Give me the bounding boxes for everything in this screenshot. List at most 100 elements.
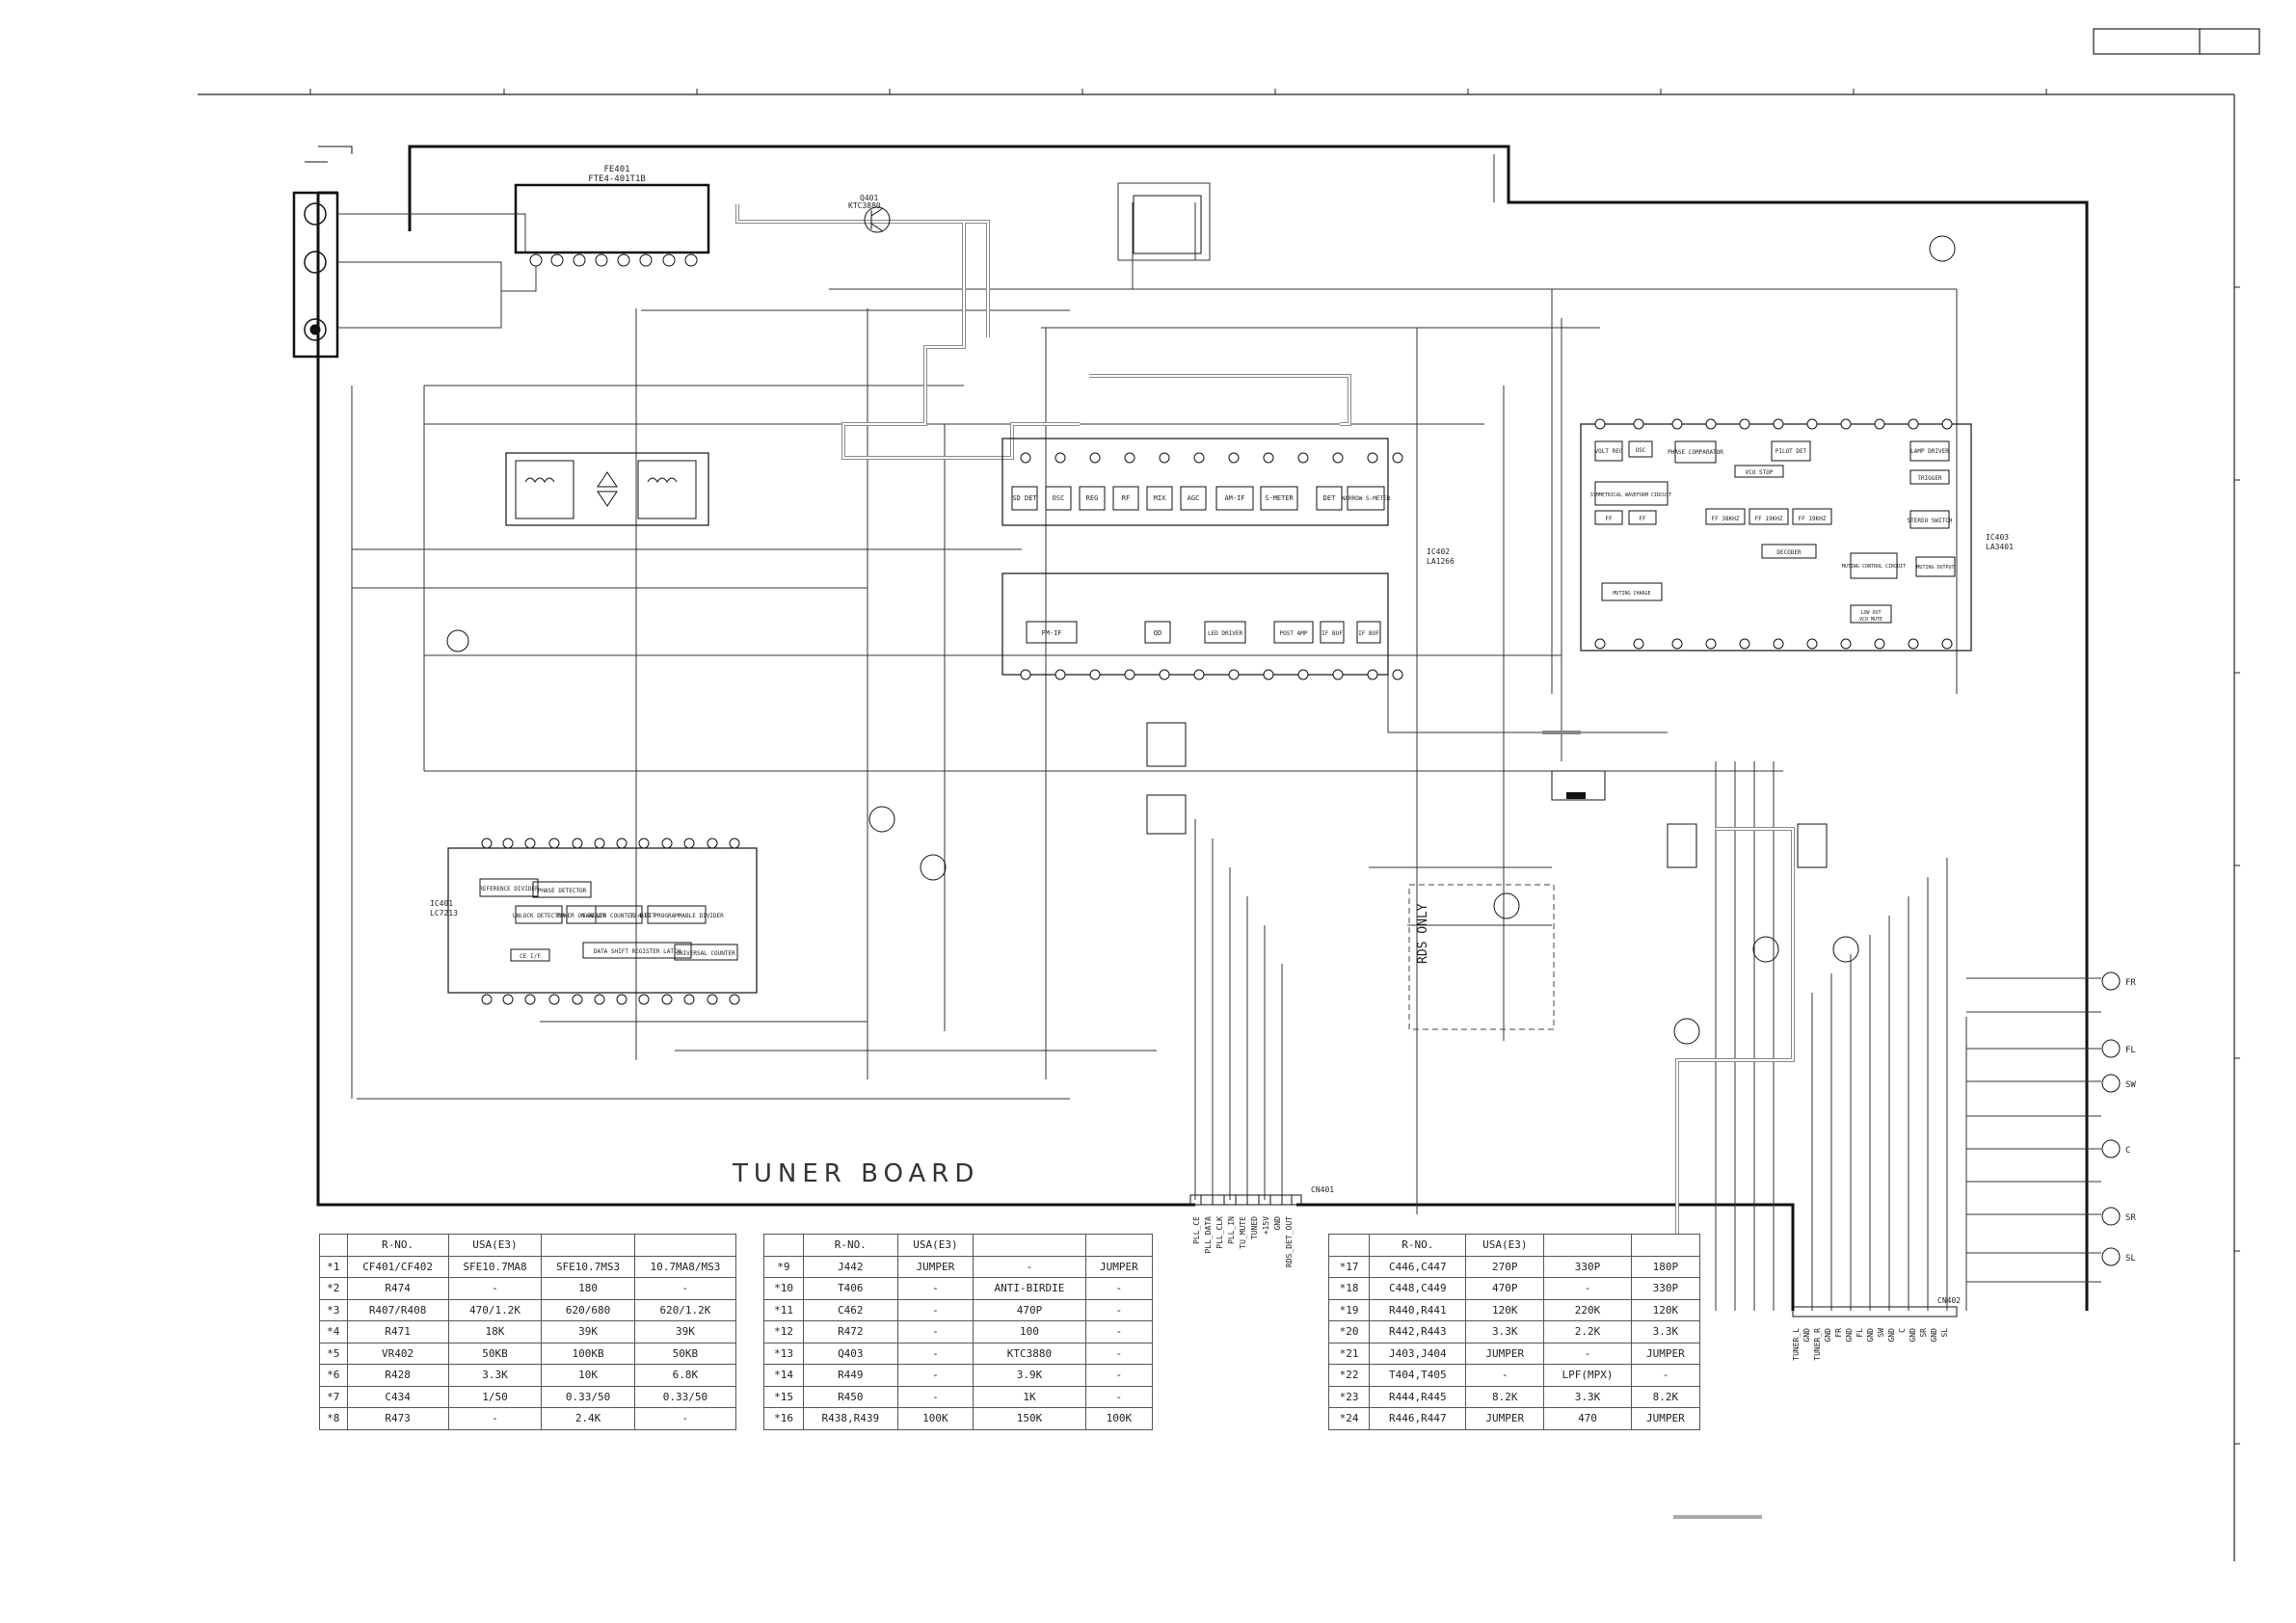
ic403-ref: IC403 [1986,533,2009,542]
jack-label-sl: SL [2125,1254,2136,1264]
q401-ref: Q401 [860,194,878,202]
jack-label-c: C [2125,1146,2130,1156]
ic403-block-ff38: FF 38KHZ [1712,516,1740,522]
cn401-signal-9: RDS_DET_OUT [1285,1216,1294,1267]
ic403-block-lamp: LAMP DRIVER [1910,448,1949,455]
ic403-block-sym: SYMMETRICAL WAVEFORM CIRCUIT [1590,492,1671,498]
board-title: TUNER BOARD [732,1159,979,1188]
front-end-ref: FE401 [603,165,629,174]
ic402-block-post: POST AMP [1280,630,1308,637]
footer-bar [1673,1515,1762,1519]
jack-label-sw: SW [2125,1080,2136,1090]
board-outline [316,145,2089,1311]
ic402-block-qd: QD [1154,629,1161,637]
table-row: R-NO. USA(E3) [1327,1234,1701,1257]
ic402 [1001,438,1403,680]
ic403-block-stereo: STEREO SWITCH [1908,518,1953,524]
cn402-signal-9: SW [1877,1328,1885,1338]
cn402-signal-12: GND [1909,1328,1917,1343]
cn401-signal-3: PLL_CLK [1215,1216,1224,1249]
cn401-signal-1: PLL_CE [1192,1216,1201,1244]
ic401-block-pd: PHASE DETECTOR [538,888,587,894]
ic401-block-por: POWER ON RESET [557,913,606,919]
ic401-ref: IC401 [430,899,453,908]
ic403-block-ff2: FF [1639,516,1646,522]
ic401-block-shift: DATA SHIFT REGISTER LATCH [594,948,681,955]
cn402-signal-1: TUNER_L [1792,1328,1801,1361]
cn401-signal-4: PLL_IN [1227,1216,1236,1244]
ic402-block-agc: AGC [1188,494,1200,502]
cn401-signal-6: TUNED [1250,1216,1259,1239]
ic403-block-muteout: MUTING OUTPUT [1916,565,1954,571]
ic403-block-decoder: DECODER [1776,549,1802,556]
ic403-block-lowout: LOW OUT [1860,610,1881,616]
ic402-block-sd: SD DET [1012,494,1037,502]
ic402-block-amif: AM-IF [1224,494,1244,502]
ic402-block-narrow: NARROW S-METER [1342,495,1391,502]
ic403 [1580,418,1972,652]
ic403-block-vreg: VOLT REG [1595,448,1623,455]
q401-part: KTC3880 [848,201,881,210]
ic401-part: LC7213 [430,909,458,918]
ic402-block-rf: RF [1122,494,1130,502]
coil-symbols [1133,195,1828,868]
ic403-block-pilot: PILOT DET [1775,448,1807,455]
cn402-signal-15: SL [1940,1328,1949,1338]
cn402-signal-8: GND [1866,1328,1875,1343]
cn401-label: CN401 [1311,1185,1334,1194]
ic402-block-ifbuf1: IF BUF [1322,630,1343,637]
connector-cn402 [1792,1306,1958,1317]
cn402-signal-4: GND [1824,1328,1832,1343]
ic403-block-ff19b: FF 19KHZ [1799,516,1827,522]
ic402-block-mix: MIX [1154,494,1166,502]
ic403-block-ff1: FF [1605,516,1613,522]
cn401-signal-5: TU_MUTE [1239,1216,1247,1249]
cn401-signal-7: +15V [1262,1216,1270,1235]
table-row: R-NO. USA(E3) [319,1234,737,1257]
cn402-label: CN402 [1937,1296,1961,1305]
ic403-block-vcostop: VCO STOP [1746,469,1774,476]
output-jacks [2101,971,2121,1266]
ic402-block-ifbuf2: IF BUF [1358,630,1379,637]
ic403-block-mutechg: MUTING CHARGE [1613,591,1650,597]
ic403-part: LA3401 [1986,543,2014,551]
ic403-block-ff19a: FF 19KHZ [1755,516,1783,522]
front-end-module [514,183,710,267]
cn402-signal-11: C [1898,1328,1907,1333]
ic401 [447,838,758,1005]
ic403-block-pc: PHASE COMPARATOR [1668,449,1723,456]
ic401-block-univ: UNIVERSAL COUNTER [676,950,735,957]
cn401-signal-8: GND [1273,1216,1282,1231]
ic403-block-vcomute: VCO MUTE [1859,617,1882,623]
cn402-signal-5: FR [1834,1328,1843,1338]
antenna-terminal [292,146,353,359]
cn402-signal-2: GND [1802,1328,1811,1343]
ic402-block-led: LED DRIVER [1208,630,1243,637]
circuit-wiring [337,154,2101,1311]
cn402-signal-10: GND [1887,1328,1896,1343]
ic402-block-osc: OSC [1053,494,1065,502]
